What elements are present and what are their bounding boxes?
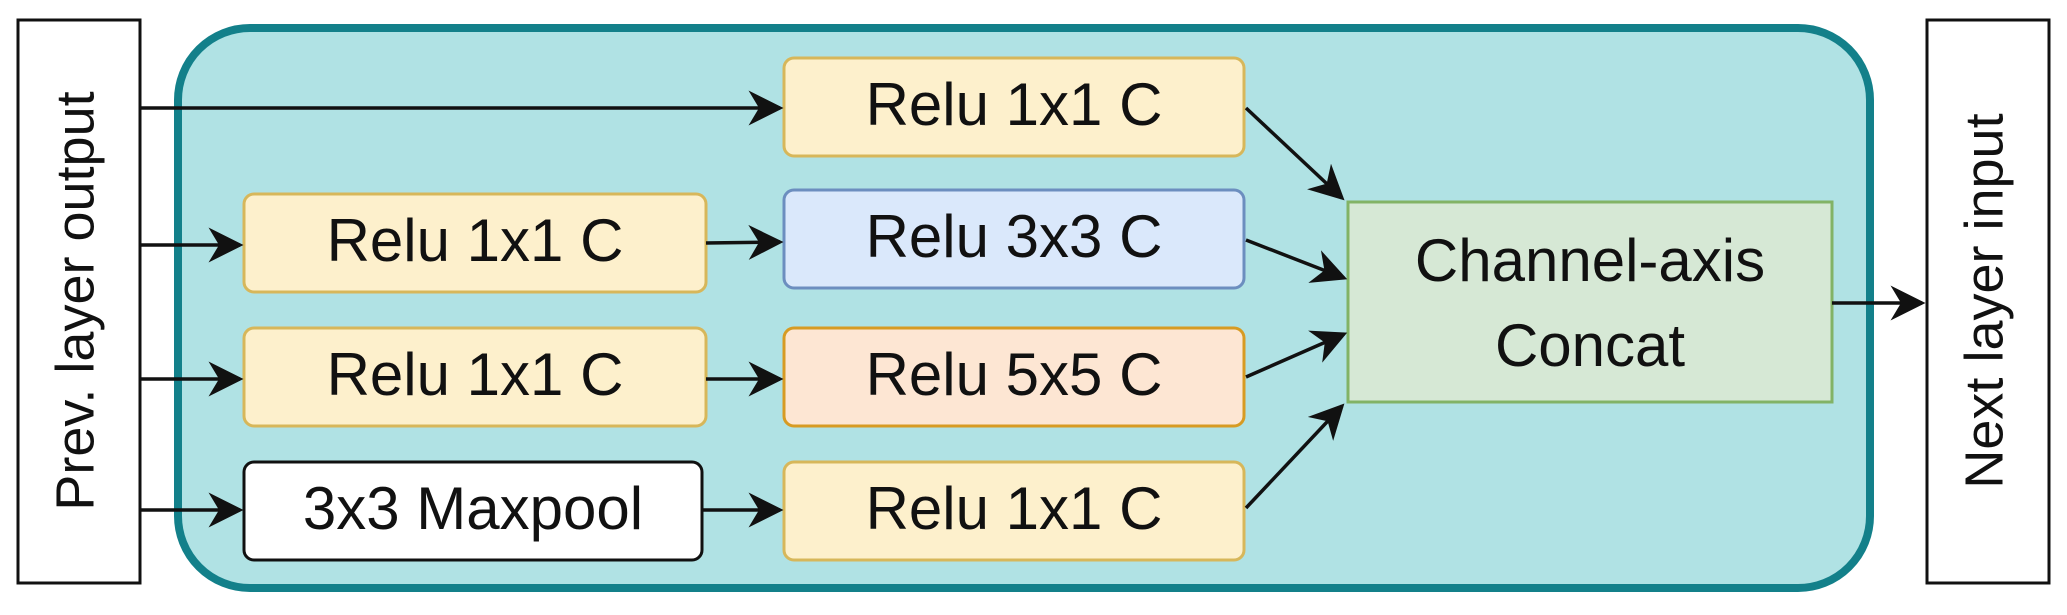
- concat-label-line1: Channel-axis: [1415, 227, 1765, 294]
- node-relu-5x5-label: Relu 5x5 C: [866, 341, 1163, 408]
- node-relu-1x1-top: Relu 1x1 C: [782, 56, 1246, 158]
- node-relu-1x1-row2: Relu 1x1 C: [242, 192, 708, 294]
- node-relu-1x1-row3: Relu 1x1 C: [242, 326, 708, 428]
- next-layer-input-block: Next layer input: [1925, 18, 2051, 585]
- node-relu-1x1-row4-label: Relu 1x1 C: [866, 475, 1163, 542]
- edge-3x3-to-concat: [1245, 238, 1348, 283]
- node-relu-3x3: Relu 3x3 C: [782, 188, 1246, 290]
- edge-row4-relu-to-concat: [1244, 403, 1345, 510]
- node-relu-3x3-label: Relu 3x3 C: [866, 203, 1163, 270]
- next-layer-input-label: Next layer input: [1954, 113, 2014, 488]
- prev-layer-output-label: Prev. layer output: [45, 91, 105, 510]
- node-relu-5x5: Relu 5x5 C: [782, 326, 1246, 428]
- concat-label-line2: Concat: [1495, 312, 1685, 379]
- node-channel-axis-concat: Channel-axis Concat: [1346, 200, 1834, 404]
- node-relu-1x1-row2-label: Relu 1x1 C: [327, 207, 624, 274]
- inception-container: [174, 24, 1874, 592]
- edge-5x5-to-concat: [1245, 330, 1348, 379]
- node-relu-1x1-row3-label: Relu 1x1 C: [327, 341, 624, 408]
- node-relu-1x1-row4: Relu 1x1 C: [782, 460, 1246, 562]
- node-relu-1x1-top-label: Relu 1x1 C: [866, 71, 1163, 138]
- edge-top-relu-to-concat: [1244, 106, 1345, 201]
- edge-row2-relu-to-3x3: [705, 224, 784, 260]
- prev-layer-output-block: Prev. layer output: [16, 18, 142, 585]
- node-maxpool: 3x3 Maxpool: [242, 460, 704, 562]
- edges: [140, 90, 1926, 528]
- node-maxpool-label: 3x3 Maxpool: [303, 475, 643, 542]
